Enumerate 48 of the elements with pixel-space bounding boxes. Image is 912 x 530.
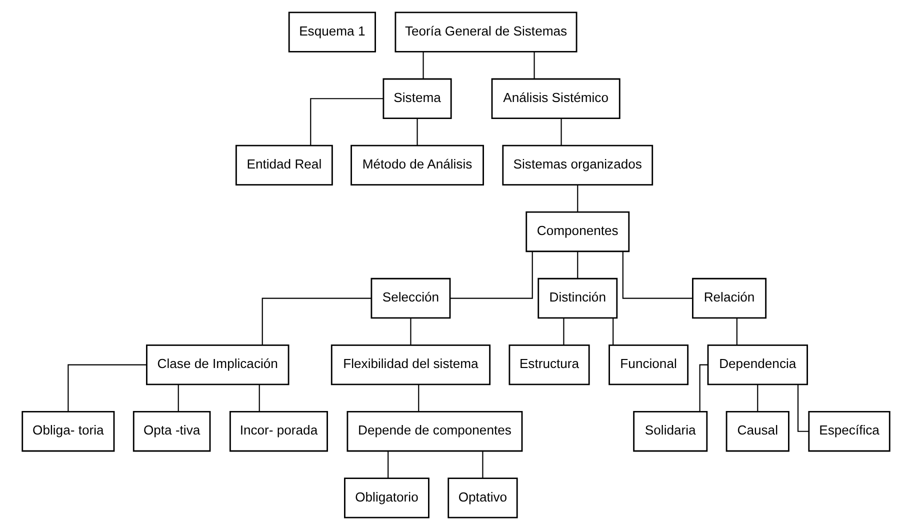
connector: [178, 384, 179, 412]
connector: [68, 364, 146, 412]
connector: [422, 52, 424, 79]
node-box: Clase de Implicación: [146, 344, 290, 386]
node-box: Sistema: [382, 78, 452, 119]
connector: [416, 118, 418, 146]
node-box: Componentes: [526, 211, 630, 252]
connector: [736, 318, 738, 345]
connector: [699, 364, 708, 412]
node-box: Análisis Sistémico: [491, 78, 620, 119]
node-box: Depende de componentes: [346, 411, 523, 452]
connector: [622, 252, 693, 299]
node-box: Flexibilidad del sistema: [330, 344, 491, 386]
node-box: Relación: [692, 278, 767, 319]
node-box: Selección: [370, 278, 451, 319]
connector: [797, 384, 809, 432]
node-box: Optativo: [448, 478, 518, 518]
connector: [310, 98, 384, 146]
node-box: Causal: [726, 411, 790, 452]
node-box: Esquema 1: [288, 12, 376, 52]
connector: [482, 451, 484, 478]
connector: [262, 298, 372, 345]
node-box: Específica: [808, 411, 890, 452]
node-box: Obliga- toria: [22, 411, 115, 452]
node-box: Solidaria: [633, 411, 708, 452]
node-box: Estructura: [508, 344, 590, 386]
node-box: Distinción: [538, 278, 618, 319]
connector: [418, 384, 420, 412]
node-box: Dependencia: [707, 344, 808, 386]
connector: [450, 252, 533, 299]
connector: [577, 252, 578, 278]
connector: [410, 318, 412, 345]
node-box: Teoría General de Sistemas: [394, 12, 578, 52]
connector: [577, 185, 578, 212]
node-box: Opta -tiva: [132, 411, 211, 452]
connector: [757, 384, 758, 412]
node-box: Obligatorio: [344, 478, 430, 518]
connector: [258, 384, 260, 412]
connector: [560, 118, 562, 146]
connector: [563, 318, 564, 345]
connector: [534, 52, 535, 79]
node-box: Método de Análisis: [350, 144, 484, 186]
node-box: Funcional: [608, 344, 689, 386]
connector: [388, 451, 389, 478]
node-box: Incor- porada: [229, 411, 328, 452]
connector: [612, 318, 614, 345]
node-box: Sistemas organizados: [502, 144, 654, 186]
node-box: Entidad Real: [235, 144, 333, 186]
